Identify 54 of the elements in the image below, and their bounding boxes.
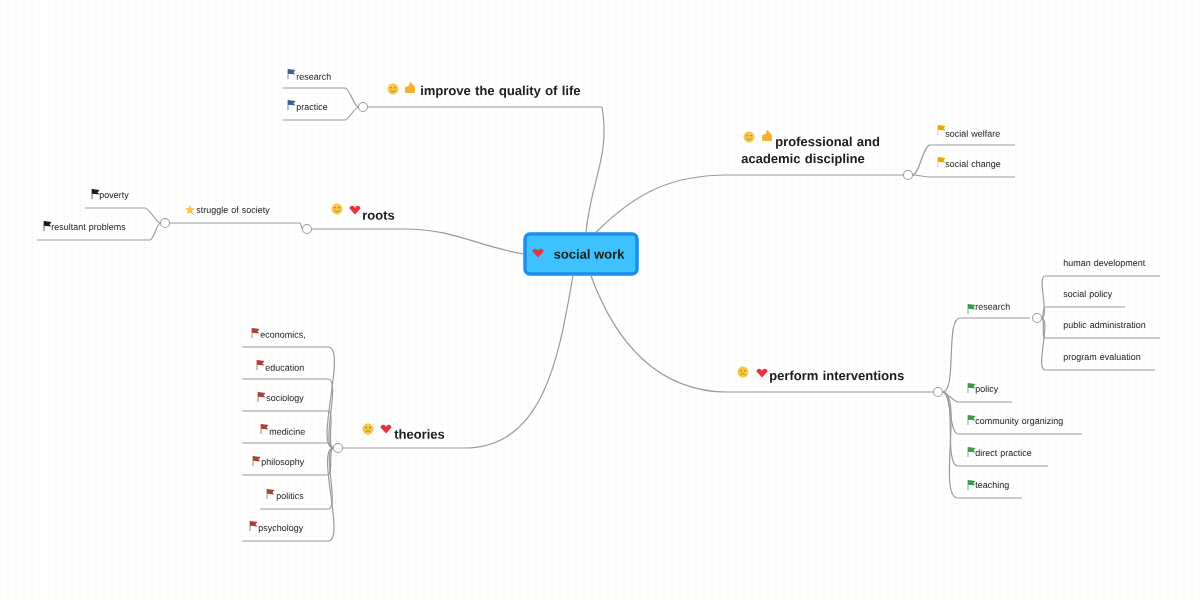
subtopic-label: medicine <box>241 428 329 444</box>
connector <box>327 442 335 449</box>
central-topic-box: social work <box>523 232 639 276</box>
connector <box>585 106 605 233</box>
subtopic-label: education <box>241 364 329 380</box>
subtopic-label: sociology <box>241 394 329 412</box>
topic-label: roots <box>302 211 406 234</box>
subtopic-label: research <box>282 73 346 89</box>
subtopic-label: resultant problems <box>36 223 151 241</box>
connector <box>941 391 959 435</box>
subtopic-label: program evaluation <box>1044 353 1156 371</box>
connector <box>464 275 574 449</box>
subtopic-label: policy <box>957 385 1013 403</box>
subtopic-label: psychology <box>241 524 329 542</box>
connector <box>149 222 162 241</box>
connector <box>344 87 360 108</box>
connector <box>327 447 335 510</box>
topic-label: theories <box>333 429 466 453</box>
subtopic-label: poverty <box>84 192 146 209</box>
connector <box>911 144 931 176</box>
subtopic-label: teaching <box>957 481 1023 499</box>
subtopic-label: social policy <box>1044 290 1126 308</box>
subtopic-label: philosophy <box>241 458 329 476</box>
subtopic-label: community organizing <box>957 417 1083 435</box>
subtopic-label: struggle of society <box>160 206 301 228</box>
connector <box>941 317 961 393</box>
connector <box>327 447 335 476</box>
connector <box>911 174 931 178</box>
subtopic-label: practice <box>282 103 346 121</box>
connector <box>326 447 335 542</box>
connector <box>299 222 304 230</box>
connector <box>1040 275 1046 319</box>
subtopic-label: social welfare <box>929 130 1016 146</box>
topic-label: professional and academic discipline <box>727 136 913 180</box>
connector <box>404 228 524 255</box>
subtopic-label: direct practice <box>957 449 1049 467</box>
subtopic-label: economics, <box>241 331 329 348</box>
subtopic-label: social change <box>929 160 1016 178</box>
connector <box>1040 306 1046 319</box>
topic-label: improve the quality of life <box>358 85 603 112</box>
connector <box>1040 317 1046 339</box>
connector <box>326 346 336 449</box>
subtopic-label: public administration <box>1044 321 1161 339</box>
connector <box>590 275 729 393</box>
connector <box>144 207 162 224</box>
connector <box>344 106 360 121</box>
subtopic-label: research <box>959 303 1042 323</box>
connector <box>327 378 335 449</box>
connector <box>595 174 729 233</box>
topic-label: perform interventions <box>727 370 943 397</box>
subtopic-label: human development <box>1044 259 1161 277</box>
subtopic-label: politics <box>259 492 329 510</box>
connector <box>327 410 335 449</box>
connector <box>1040 317 1046 371</box>
